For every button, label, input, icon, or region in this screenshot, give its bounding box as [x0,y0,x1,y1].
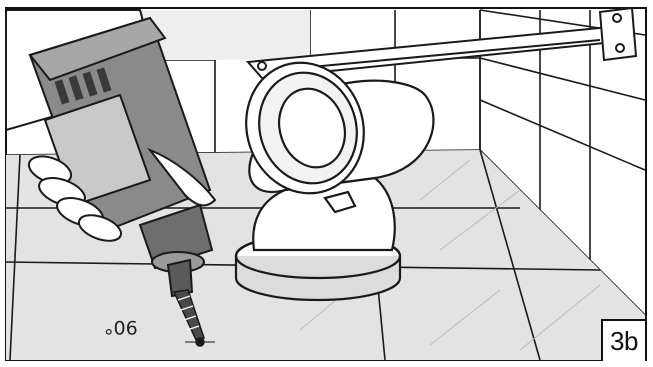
step-label: 3b [601,319,645,361]
angle-marking: 90° [104,316,138,338]
